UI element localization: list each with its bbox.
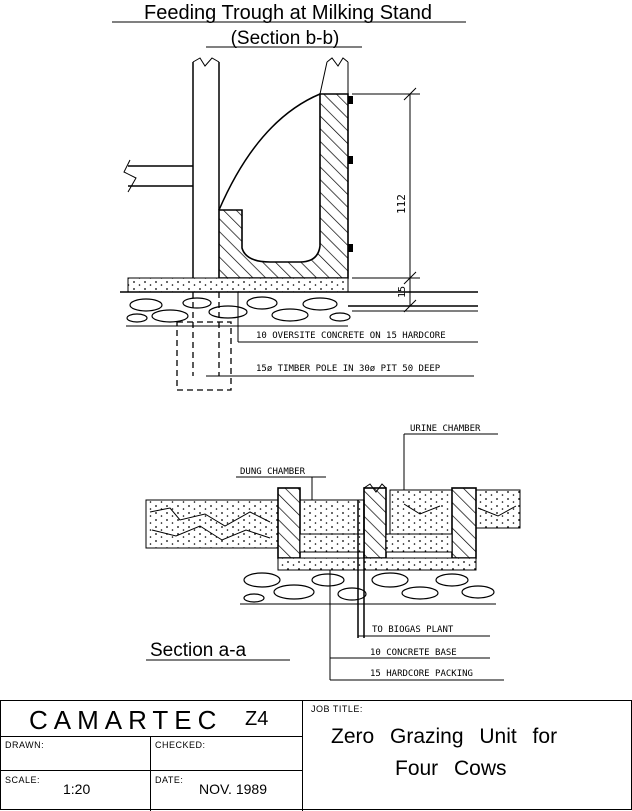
drawn-cell: DRAWN: (1, 737, 151, 771)
timber-post (192, 57, 220, 278)
job-title-cell: JOB TITLE: Zero Grazing Unit for Four Co… (303, 701, 631, 809)
wall-left (277, 487, 301, 559)
feeding-trough (218, 93, 349, 279)
section-bb-title-line1: Feeding Trough at Milking Stand (144, 2, 432, 24)
section-bb-title-line2: (Section b-b) (231, 28, 340, 49)
label-dung-chamber: DUNG CHAMBER (240, 467, 306, 477)
concrete-base (277, 557, 477, 571)
soil-band (145, 489, 521, 549)
label-to-biogas: TO BIOGAS PLANT (372, 625, 454, 635)
title-block: CAMARTEC Z4 DRAWN: CHECKED: SCALE: 1:20 … (0, 700, 632, 811)
dung-chamber-floor (299, 533, 365, 553)
rail (123, 159, 193, 193)
bolt-icon (348, 156, 353, 164)
date-cell: DATE: NOV. 1989 (151, 771, 303, 811)
hardcore-bb (120, 291, 478, 327)
trough-curve (218, 93, 321, 211)
wall-right (451, 487, 477, 559)
scale-value: 1:20 (63, 781, 91, 797)
note-oversite: 10 OVERSITE CONCRETE ON 15 HARDCORE (256, 331, 446, 341)
bolt-icon (348, 96, 353, 104)
hardcore-aa (240, 572, 496, 605)
scale-label: SCALE: (5, 775, 41, 785)
job-title-label: JOB TITLE: (311, 704, 363, 714)
urine-chamber-floor (385, 533, 453, 553)
oversite-concrete (127, 277, 349, 293)
dimension-lines (352, 87, 420, 313)
wall-middle (363, 487, 387, 559)
company-name: CAMARTEC (29, 705, 223, 735)
drawn-label: DRAWN: (5, 740, 45, 750)
section-bb: Feeding Trough at Milking Stand (Section… (112, 2, 478, 391)
bolt-icon (348, 244, 353, 252)
section-aa-title: Section a-a (150, 640, 247, 661)
dim-112-label: 112 (395, 194, 408, 214)
job-title-line2: Four Cows (395, 757, 507, 780)
label-concrete-base: 10 CONCRETE BASE (370, 648, 457, 658)
label-hardcore-packing: 15 HARDCORE PACKING (370, 669, 473, 679)
scale-cell: SCALE: 1:20 (1, 771, 151, 811)
date-label: DATE: (155, 775, 184, 785)
note-pole: 15ø TIMBER POLE IN 30ø PIT 50 DEEP (256, 364, 441, 374)
job-title-line1: Zero Grazing Unit for (331, 725, 558, 748)
section-aa: URINE CHAMBER DUNG CHAMBER (145, 424, 521, 681)
date-value: NOV. 1989 (199, 781, 267, 797)
sheet-number: Z4 (245, 708, 269, 730)
dim-15-label: 15 (397, 286, 408, 298)
checked-label: CHECKED: (155, 740, 206, 750)
company-cell: CAMARTEC Z4 (1, 701, 303, 737)
checked-cell: CHECKED: (151, 737, 303, 771)
pole-pit (176, 292, 232, 391)
label-urine-chamber: URINE CHAMBER (410, 424, 481, 434)
